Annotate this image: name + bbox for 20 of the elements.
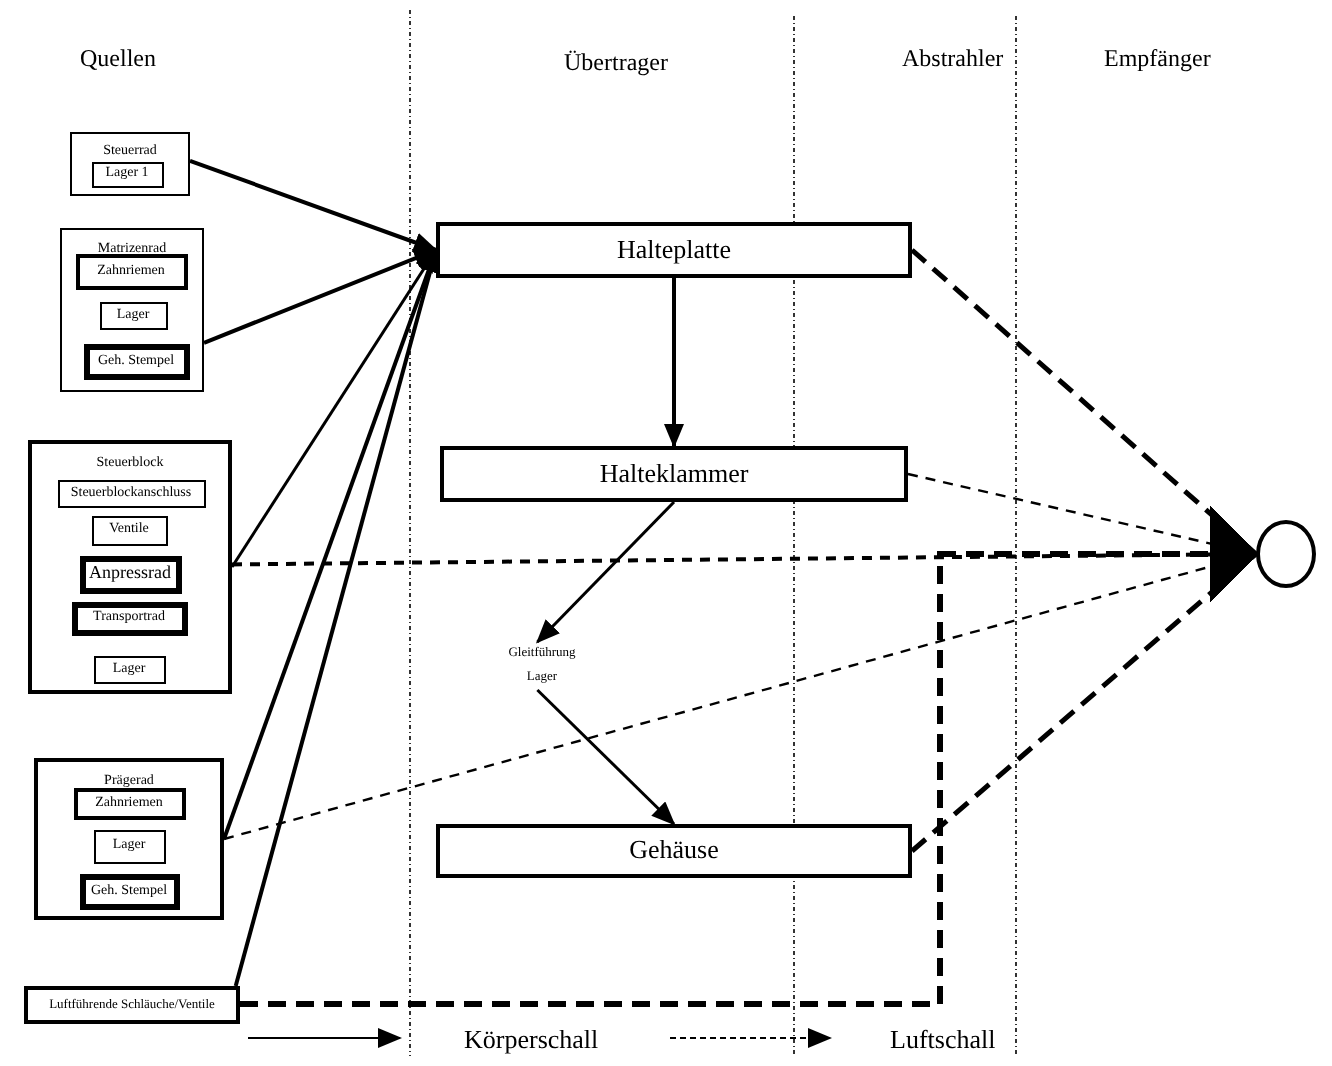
column-heading: Quellen (80, 44, 156, 74)
column-heading: Abstrahler (902, 44, 1004, 74)
component-box: Halteklammer (440, 446, 908, 502)
receiver-circle (1256, 520, 1316, 588)
component-group-box (70, 132, 190, 196)
arrow (536, 688, 676, 826)
component-box: Anpressrad (79, 555, 181, 593)
arrow (189, 158, 438, 252)
arrow (536, 500, 676, 644)
component-box: Gehäuse (436, 824, 912, 878)
component-group-box (34, 758, 224, 920)
component-box: Halteplatte (436, 222, 912, 278)
component-group-box (60, 228, 204, 392)
arrow (203, 248, 438, 345)
legend-label: Luftschall (890, 1024, 996, 1056)
column-heading: Empfänger (1104, 44, 1211, 74)
legend-label: Körperschall (464, 1024, 599, 1056)
component-group-box (28, 440, 232, 694)
arrow (664, 278, 684, 448)
column-heading: Übertrager (564, 48, 668, 78)
